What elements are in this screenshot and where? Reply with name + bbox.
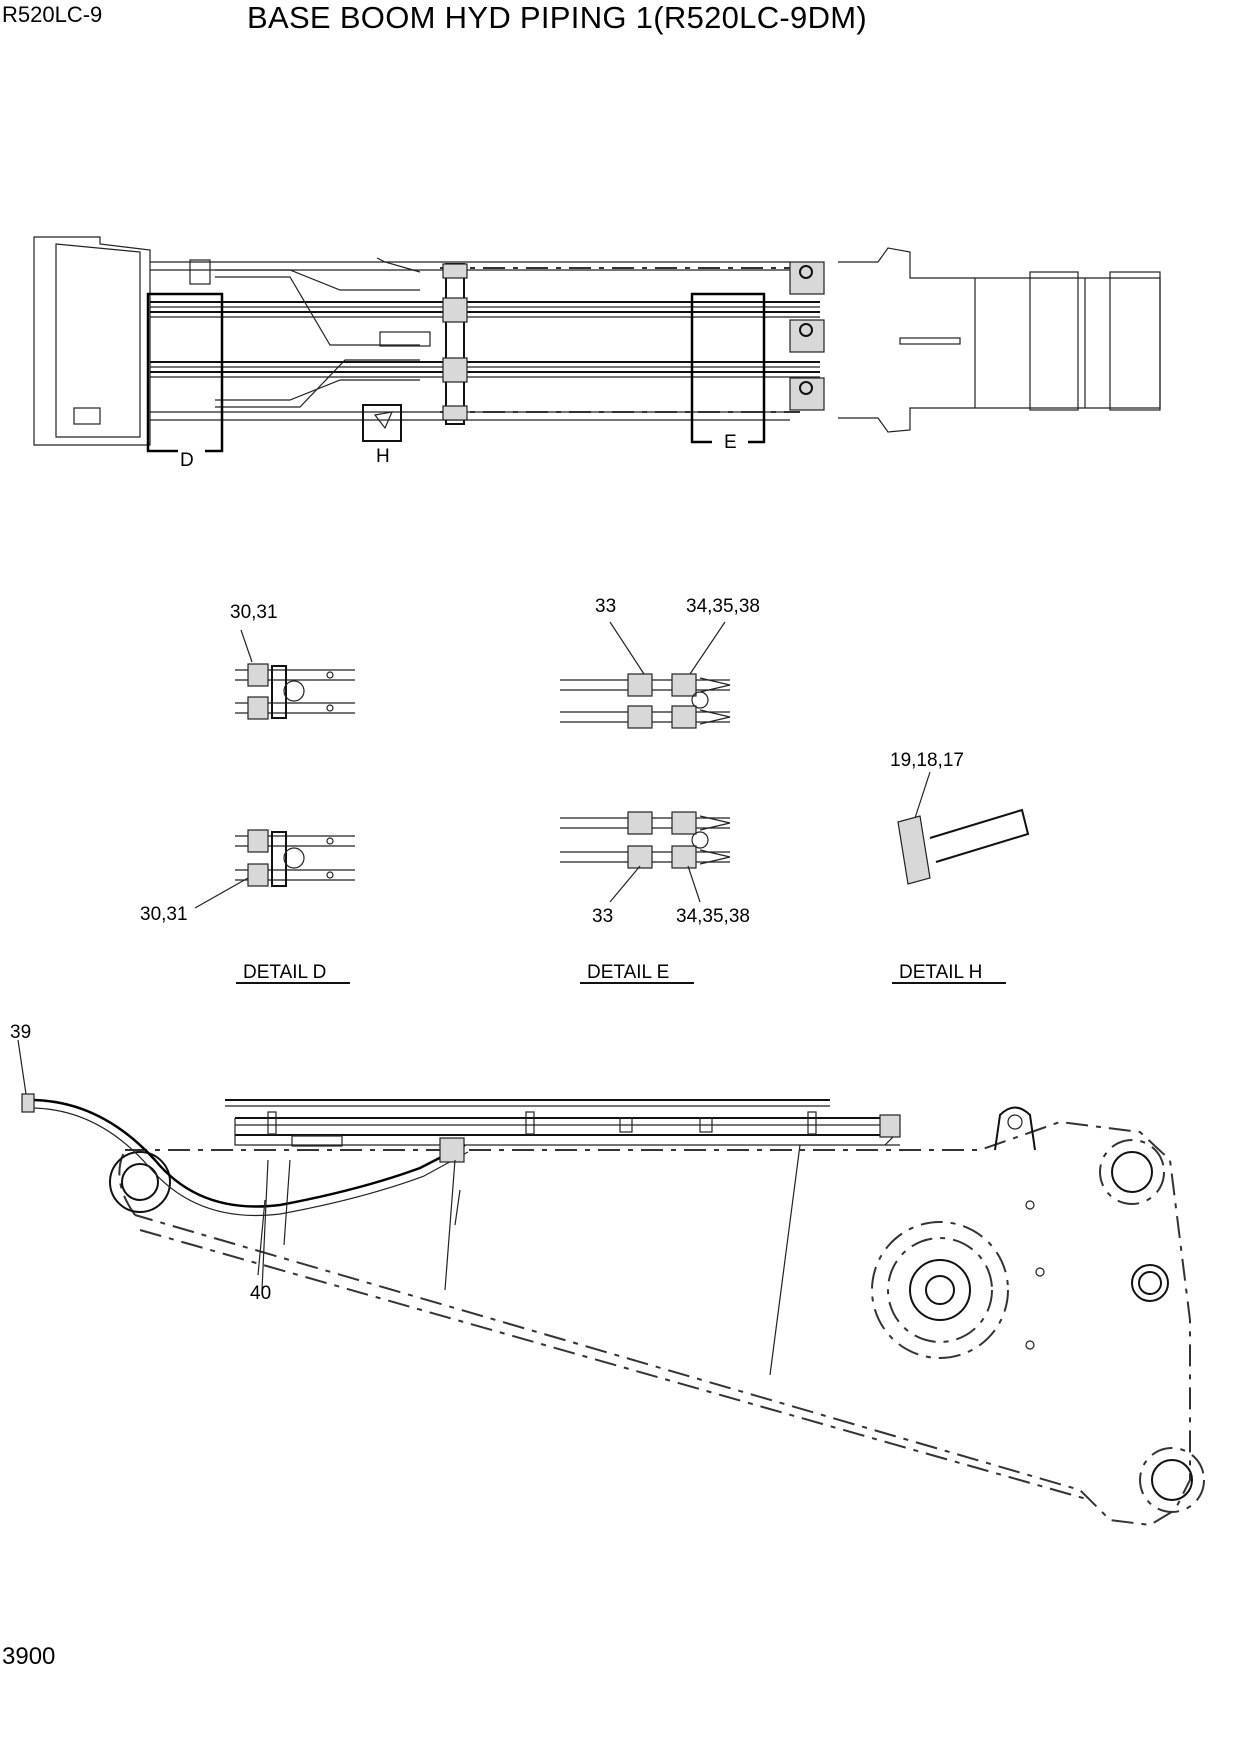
- callout-e-lower-right: 34,35,38: [676, 906, 750, 927]
- callout-h: 19,18,17: [890, 750, 964, 771]
- page-number: 3900: [2, 1643, 56, 1670]
- callout-d-upper: 30,31: [230, 602, 278, 623]
- callout-e-lower-left: 33: [592, 906, 614, 927]
- callout-40: 40: [250, 1283, 272, 1304]
- callout-39: 39: [10, 1022, 32, 1043]
- callout-e-upper-left: 33: [595, 596, 617, 617]
- caption-detail-h: DETAIL H: [899, 962, 983, 983]
- top-view-drawing: [33, 236, 1161, 453]
- detail-mark-d: D: [180, 450, 194, 471]
- callout-d-lower: 30,31: [140, 904, 188, 925]
- page-title: BASE BOOM HYD PIPING 1(R520LC-9DM): [247, 0, 868, 35]
- model-number: R520LC-9: [2, 2, 103, 27]
- caption-detail-e: DETAIL E: [587, 962, 670, 983]
- detail-drawings: [194, 621, 1030, 984]
- detail-mark-e: E: [724, 432, 737, 453]
- detail-mark-h: H: [376, 446, 390, 467]
- caption-detail-d: DETAIL D: [243, 962, 327, 983]
- callout-e-upper-right: 34,35,38: [686, 596, 760, 617]
